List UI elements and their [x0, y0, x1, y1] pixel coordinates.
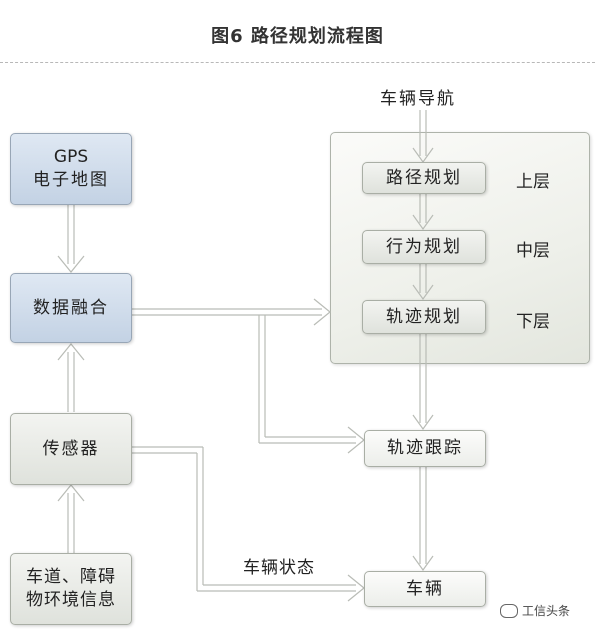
data-fusion-label: 数据融合: [33, 297, 109, 318]
vehicle-label: 车辆: [406, 578, 444, 599]
environment-info-line1: 车道、障碍: [26, 567, 116, 588]
behavior-planning-box: 行为规划: [362, 230, 486, 264]
arrow-fusion-to-panel: [132, 298, 331, 326]
route-planning-label: 路径规划: [386, 167, 462, 188]
watermark: 工信头条: [500, 602, 570, 619]
watermark-text: 工信头条: [522, 604, 571, 618]
middle-layer-label: 中层: [516, 241, 550, 261]
arrow-env-to-sensor: [57, 484, 85, 553]
route-planning-box: 路径规划: [362, 162, 486, 194]
behavior-planning-label: 行为规划: [386, 236, 462, 257]
vehicle-state-label: 车辆状态: [243, 558, 315, 578]
vehicle-navigation-label: 车辆导航: [380, 89, 456, 109]
arrow-trajectory-to-tracking: [412, 334, 434, 431]
title-divider: [0, 62, 595, 63]
gps-label: GPS: [53, 147, 89, 168]
trajectory-planning-label: 轨迹规划: [386, 306, 462, 327]
trajectory-tracking-box: 轨迹跟踪: [364, 430, 486, 467]
data-fusion-box: 数据融合: [10, 273, 132, 343]
gps-map-box: GPS 电子地图: [10, 133, 132, 205]
upper-layer-label: 上层: [516, 172, 550, 192]
sensor-box: 传感器: [10, 413, 132, 485]
chat-bubble-icon: [500, 603, 518, 618]
environment-info-box: 车道、障碍 物环境信息: [10, 553, 132, 625]
arrow-behavior-to-trajectory: [412, 264, 434, 301]
arrow-tracking-to-vehicle: [412, 467, 434, 572]
arrow-fusion-to-tracking: [258, 315, 365, 454]
lower-layer-label: 下层: [516, 312, 550, 332]
environment-info-line2: 物环境信息: [26, 590, 116, 610]
electronic-map-label: 电子地图: [33, 170, 109, 190]
trajectory-tracking-label: 轨迹跟踪: [387, 438, 463, 459]
vehicle-box: 车辆: [364, 571, 486, 607]
arrow-gps-to-fusion: [57, 204, 85, 273]
trajectory-planning-box: 轨迹规划: [362, 300, 486, 334]
arrow-route-to-behavior: [412, 194, 434, 231]
arrow-nav-to-route: [412, 110, 434, 164]
sensor-label: 传感器: [42, 438, 100, 459]
arrow-sensor-to-fusion: [57, 343, 85, 412]
arrow-sensor-to-vehicle: [132, 446, 365, 602]
diagram-title: 图6 路径规划流程图: [211, 26, 384, 47]
